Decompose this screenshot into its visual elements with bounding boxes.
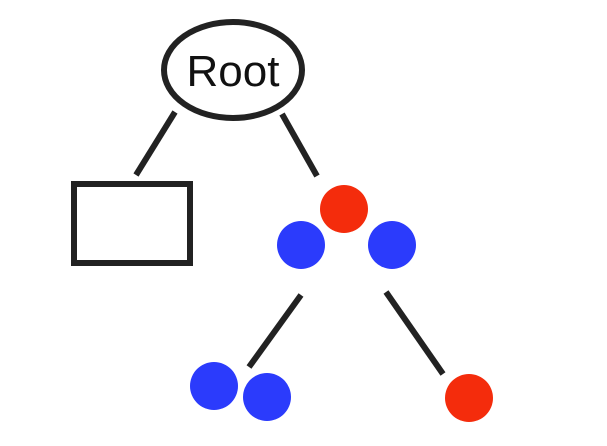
red-node-level-1 (320, 185, 368, 233)
blue-node-right (368, 221, 416, 269)
root-label: Root (187, 47, 280, 96)
empty-box-node (71, 181, 193, 266)
edge-root-to-box (133, 110, 178, 177)
edge-blue-left-to-bottom (246, 293, 304, 369)
blue-node-left (277, 221, 325, 269)
blue-node-bottom-left (190, 362, 238, 410)
blue-node-bottom-middle (243, 373, 291, 421)
red-node-bottom-right (445, 374, 493, 422)
root-node (161, 19, 305, 121)
edge-blue-right-to-bottom (383, 290, 446, 376)
edge-root-to-red-node (279, 112, 320, 178)
